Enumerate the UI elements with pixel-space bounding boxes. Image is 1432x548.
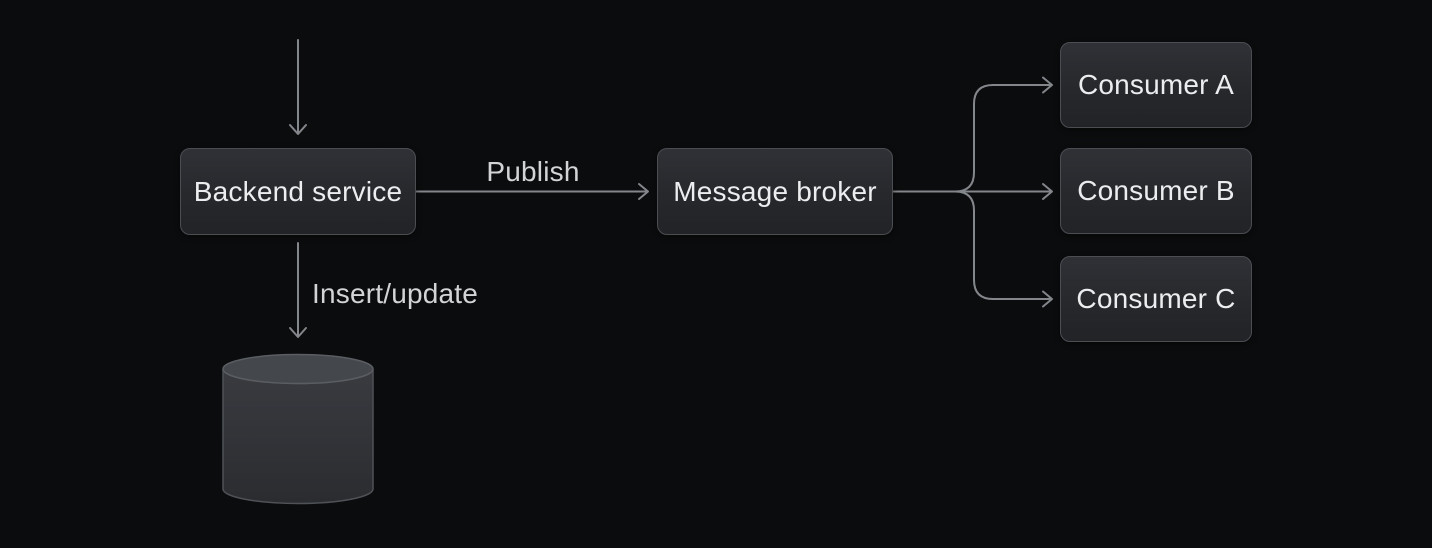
arrow-broker-to-consumer-a [954, 76, 1053, 193]
node-consumer-c-label: Consumer C [1076, 283, 1236, 314]
edge-label-publish: Publish [486, 156, 580, 187]
arrow-broker-to-consumer-c [954, 190, 1053, 308]
arrow-backend-to-database [289, 242, 307, 338]
arrow-backend-to-broker [415, 183, 649, 200]
node-consumer-b-label: Consumer B [1077, 175, 1235, 206]
node-message-broker: Message broker [657, 148, 893, 235]
node-consumer-a: Consumer A [1060, 42, 1252, 128]
node-consumer-b: Consumer B [1060, 148, 1252, 234]
arrow-top-to-backend [289, 39, 307, 135]
node-consumer-c: Consumer C [1060, 256, 1252, 342]
arrow-broker-to-consumer-b [892, 183, 1053, 200]
node-message-broker-label: Message broker [673, 175, 877, 207]
node-consumer-a-label: Consumer A [1077, 69, 1235, 100]
edge-label-insert-update: Insert/update [312, 278, 479, 309]
database-cylinder-icon [222, 353, 374, 505]
node-backend-service: Backend service [180, 148, 416, 235]
node-backend-service-label: Backend service [193, 175, 403, 207]
